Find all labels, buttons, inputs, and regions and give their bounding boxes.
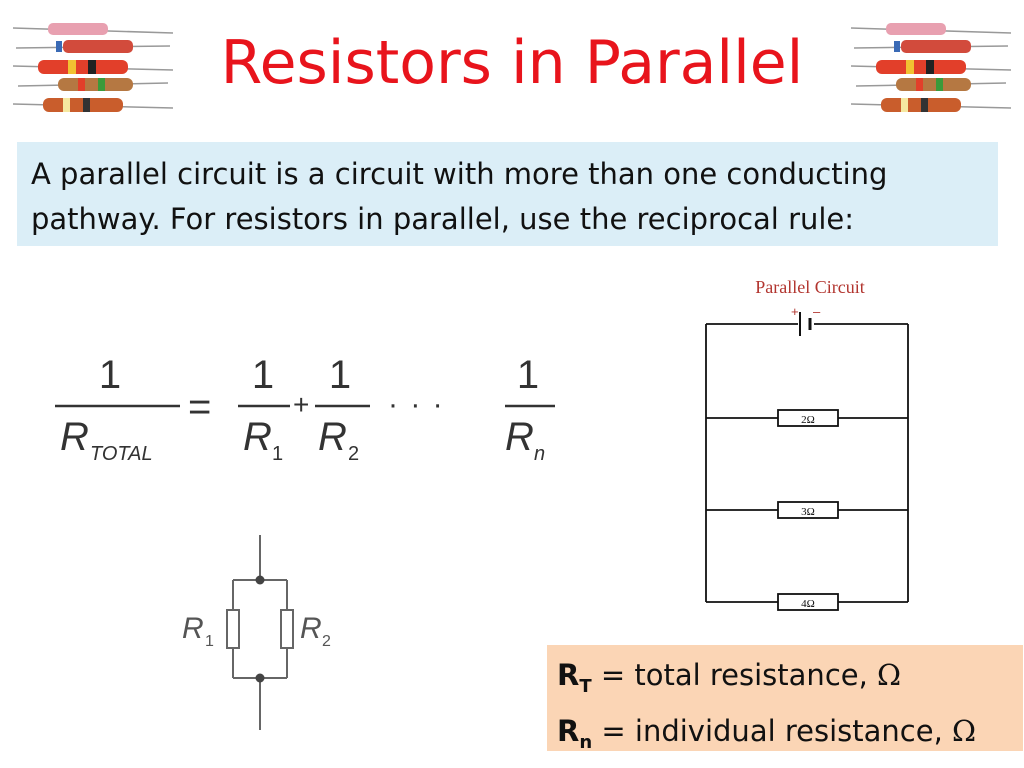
resistors-photo-left <box>8 8 178 126</box>
intro-text-box: A parallel circuit is a circuit with mor… <box>17 142 998 246</box>
rn-text: = individual resistance, <box>592 713 953 748</box>
legend-rt-line: RT = total resistance, Ω <box>557 653 1013 709</box>
intro-line-1: A parallel circuit is a circuit with mor… <box>31 157 888 191</box>
termn-numerator: 1 <box>517 353 539 397</box>
resistors-photo-right <box>846 8 1016 126</box>
r1-label: R <box>182 612 204 645</box>
rt-sub: T <box>579 675 592 697</box>
r2-sub: 2 <box>322 633 331 650</box>
rn-sub: n <box>579 731 593 753</box>
intro-line-2: pathway. For resistors in parallel, use … <box>31 202 855 236</box>
battery-plus: + <box>791 304 799 319</box>
legend-rn-line: Rn = individual resistance, Ω <box>557 709 1013 765</box>
term1-numerator: 1 <box>252 353 274 397</box>
parallel-circuit-title: Parallel Circuit <box>755 277 864 297</box>
r2-label: R <box>300 612 322 645</box>
battery-icon <box>799 312 812 336</box>
term2-denominator-sub: 2 <box>348 443 359 465</box>
lhs-denominator-sub: TOTAL <box>90 443 153 465</box>
two-resistor-parallel-diagram: R 1 R 2 <box>182 535 331 730</box>
reciprocal-formula: 1 R TOTAL = 1 R 1 + 1 R 2 · · · 1 R n <box>55 353 555 465</box>
term2-denominator-r: R <box>318 415 347 459</box>
termn-denominator-r: R <box>505 415 534 459</box>
junction-top <box>255 575 265 585</box>
parallel-circuit-diagram: Parallel Circuit + – 2Ω 3Ω 4Ω <box>705 277 909 611</box>
omega-symbol: Ω <box>952 713 977 748</box>
resistor-label: 3Ω <box>801 506 815 518</box>
resistor-3-ohm: 3Ω <box>777 501 839 519</box>
equals-sign: = <box>188 385 211 429</box>
junction-bottom <box>255 673 265 683</box>
r1-sub: 1 <box>205 633 214 650</box>
resistor-2-ohm: 2Ω <box>777 409 839 427</box>
termn-denominator-sub: n <box>534 443 545 465</box>
rt-symbol: R <box>557 658 580 692</box>
omega-symbol: Ω <box>877 658 902 692</box>
resistor-4-ohm: 4Ω <box>777 593 839 611</box>
lhs-denominator-r: R <box>60 415 89 459</box>
slide-title: Resistors in Parallel <box>220 28 804 98</box>
legend-box: RT = total resistance, Ω Rn = individual… <box>547 645 1023 753</box>
resistor-label: 2Ω <box>801 414 815 426</box>
plus-sign: + <box>293 389 309 420</box>
rt-text: = total resistance, <box>591 658 878 692</box>
rn-symbol: R <box>557 713 580 748</box>
term2-numerator: 1 <box>329 353 351 397</box>
battery-minus: – <box>813 304 821 319</box>
term1-denominator-r: R <box>243 415 272 459</box>
term1-denominator-sub: 1 <box>272 443 283 465</box>
resistor-label: 4Ω <box>801 598 815 610</box>
lhs-numerator: 1 <box>99 353 121 397</box>
ellipsis: · · · <box>388 388 445 421</box>
